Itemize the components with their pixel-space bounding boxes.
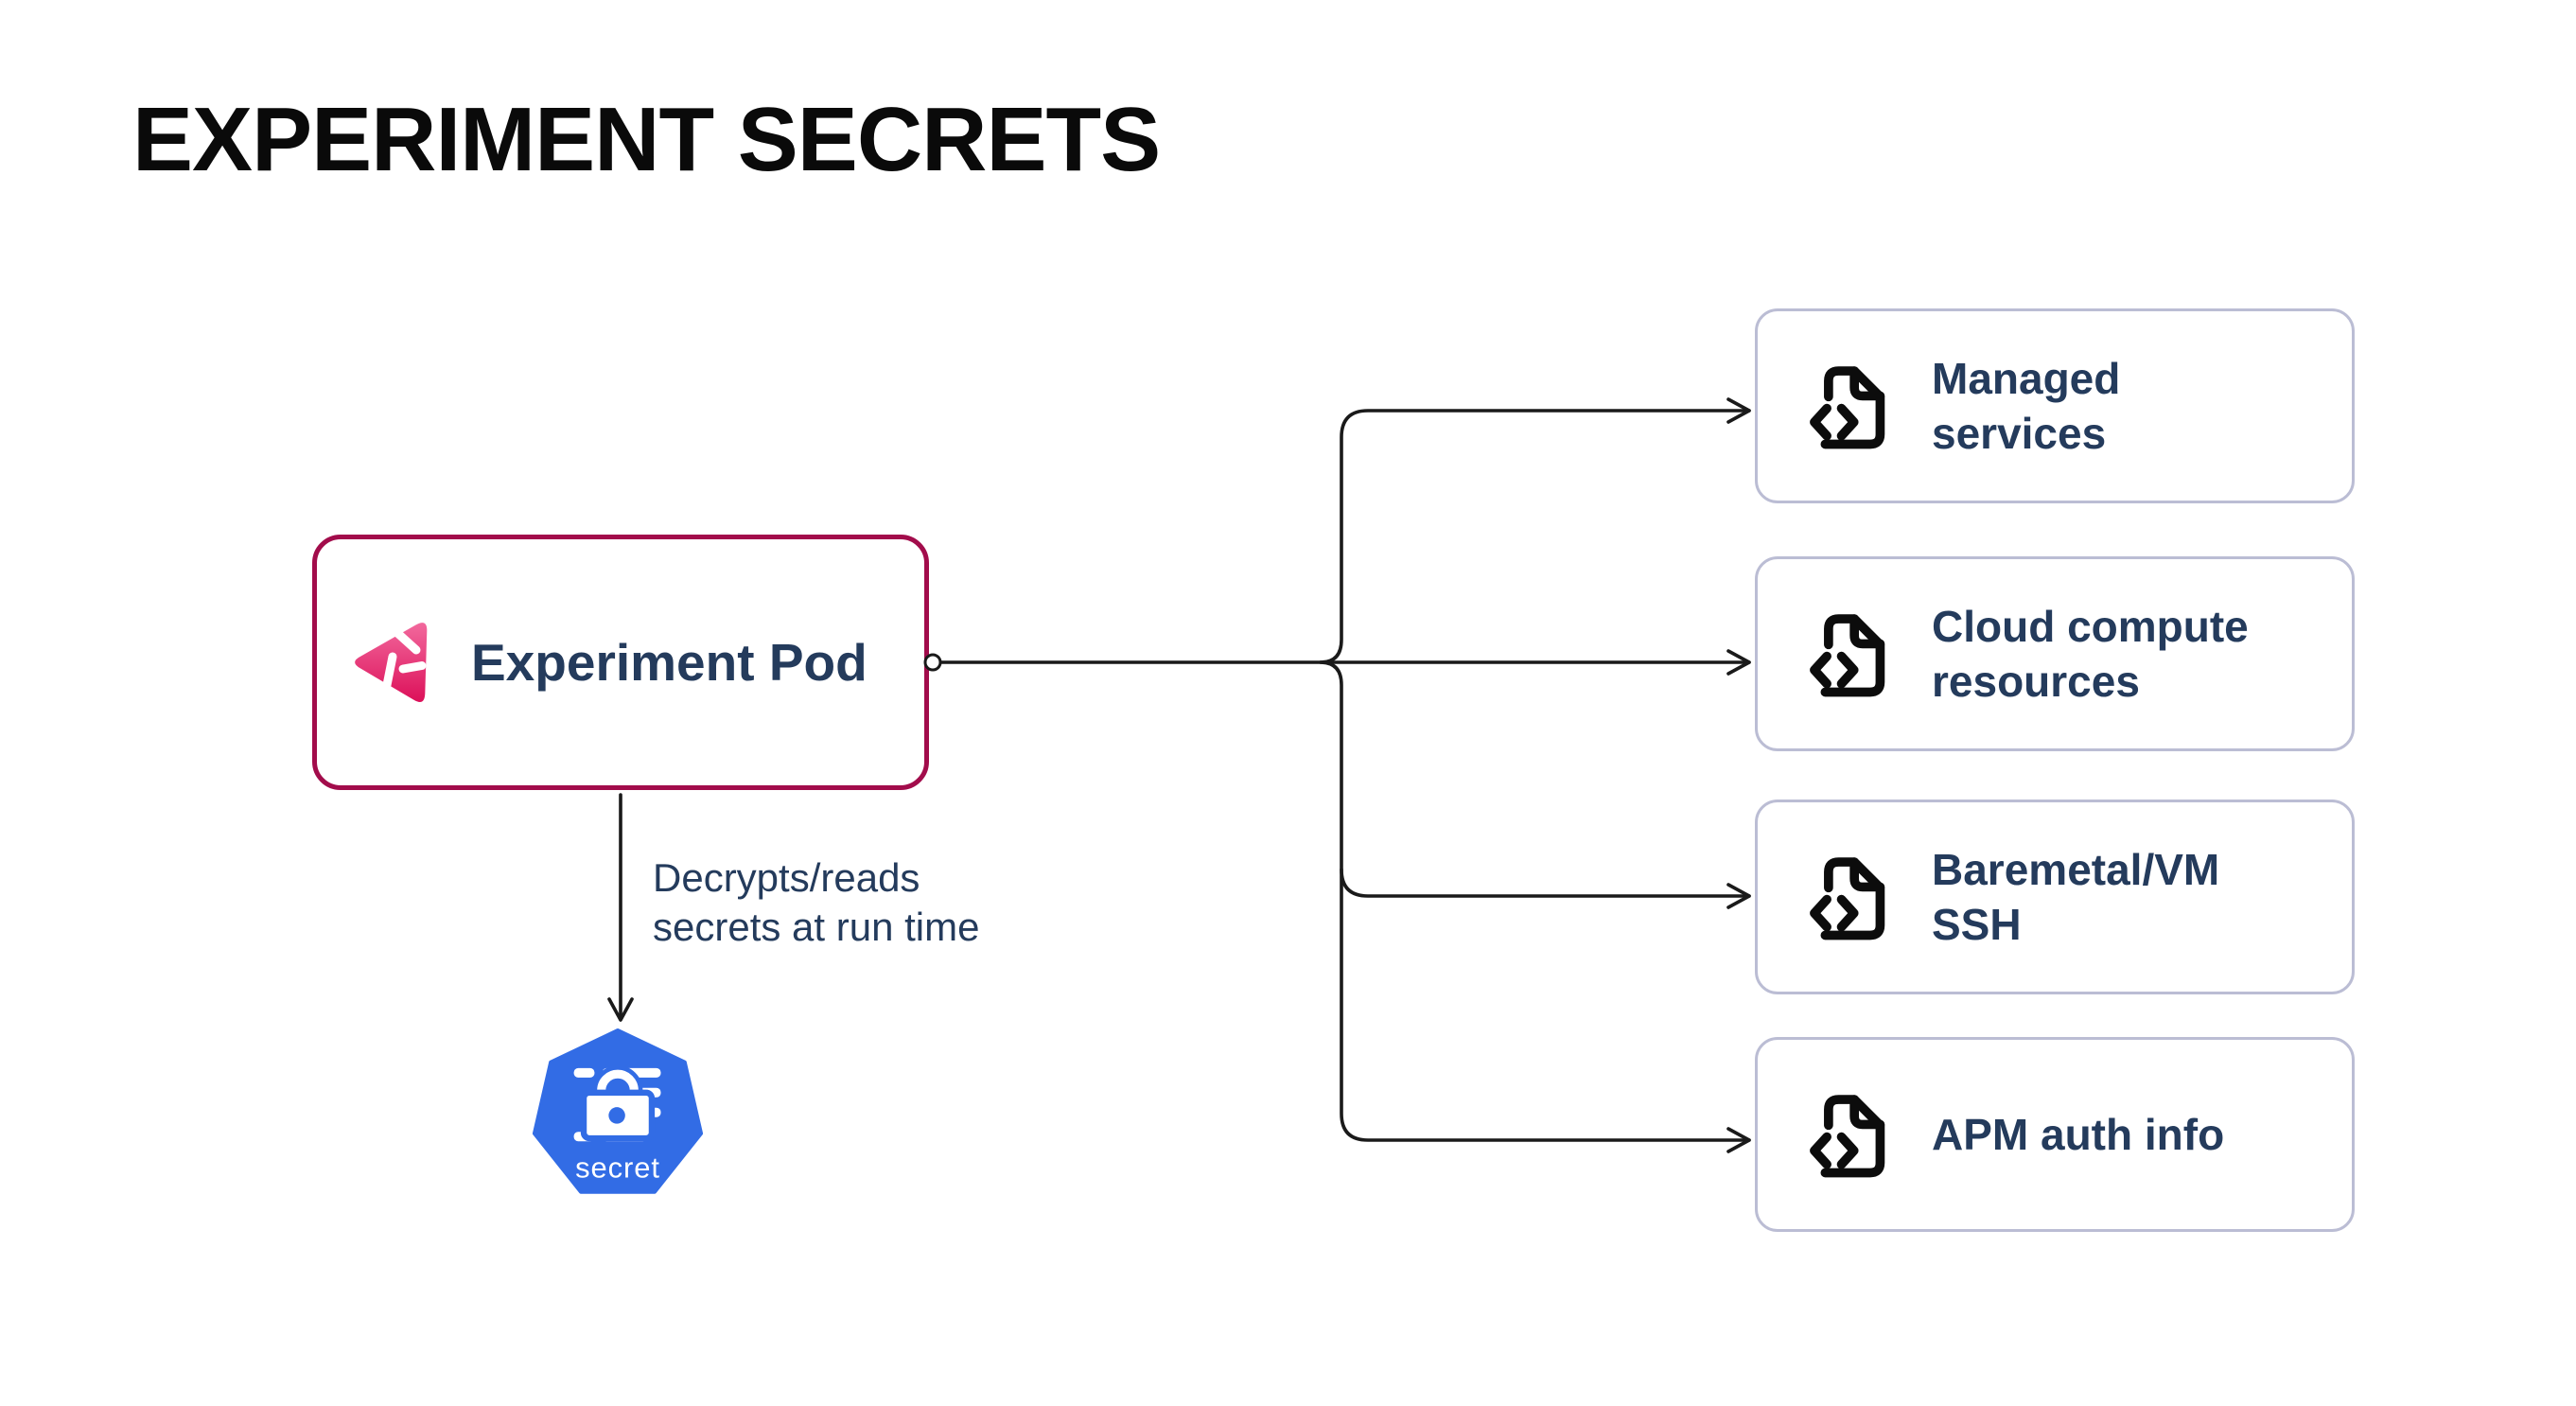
target-box-cloud-compute: Cloud compute resources (1755, 556, 2355, 751)
experiment-pod-label: Experiment Pod (471, 633, 867, 692)
lock-icon (580, 1065, 656, 1142)
target-label: APM auth info (1932, 1107, 2224, 1162)
file-code-icon (1810, 857, 1885, 940)
target-label: Cloud compute resources (1932, 599, 2249, 710)
secret-label: secret (575, 1151, 660, 1184)
edge-annotation-line1: Decrypts/reads (653, 855, 920, 900)
target-label-line1: APM auth info (1932, 1109, 2225, 1159)
edge-annotation: Decrypts/reads secrets at run time (653, 853, 979, 952)
file-code-icon (1810, 614, 1885, 697)
arrowhead (1726, 397, 1751, 424)
target-label-line2: resources (1932, 657, 2140, 706)
file-code-icon (1810, 1095, 1885, 1178)
experiment-logo-icon (355, 623, 428, 703)
target-box-apm-auth-info: APM auth info (1755, 1037, 2355, 1232)
arrowhead (1726, 649, 1751, 676)
target-label-line1: Baremetal/VM (1932, 844, 2220, 894)
edge-pod-to-baremetal-ssh (1340, 868, 1751, 898)
file-code-icon (1810, 366, 1885, 449)
kubernetes-secret-node: secret (532, 1028, 704, 1202)
target-box-baremetal-vm-ssh: Baremetal/VM SSH (1755, 800, 2355, 994)
target-label-line2: services (1932, 409, 2107, 458)
target-box-managed-services: Managed services (1755, 308, 2355, 503)
page-title: EXPERIMENT SECRETS (132, 89, 1161, 190)
arrowhead (1726, 1127, 1751, 1153)
target-label: Managed services (1932, 351, 2120, 462)
experiment-pod-node: Experiment Pod (312, 535, 929, 790)
edge-annotation-line2: secrets at run time (653, 905, 980, 950)
target-label-line1: Cloud compute (1932, 601, 2249, 651)
kubernetes-secret-icon: secret (532, 1028, 704, 1194)
arrowhead-down (607, 997, 634, 1022)
edge-pod-to-managed-services (1319, 409, 1751, 664)
target-label-line1: Managed (1932, 353, 2121, 403)
arrowhead (1726, 883, 1751, 909)
target-label-line2: SSH (1932, 900, 2022, 949)
edge-pod-to-apm-auth (1319, 660, 1751, 1142)
target-label: Baremetal/VM SSH (1932, 842, 2219, 953)
